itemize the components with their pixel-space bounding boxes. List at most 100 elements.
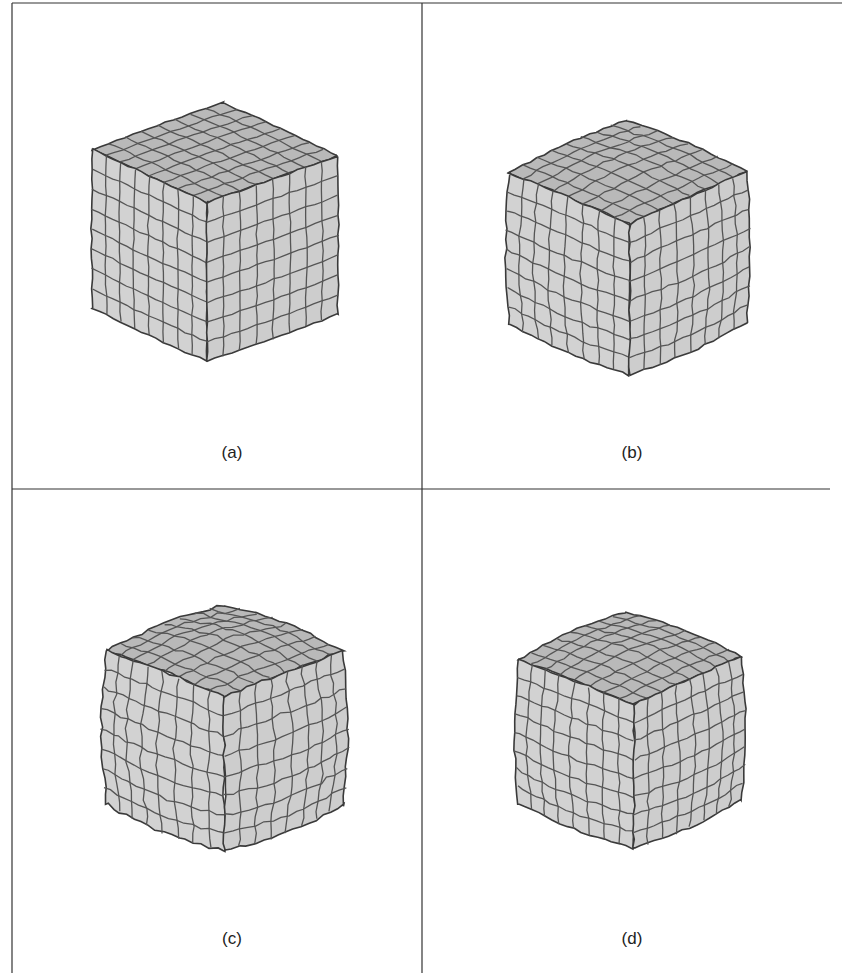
grid-line	[180, 619, 301, 666]
grid-line	[531, 616, 640, 664]
cube-model	[100, 606, 349, 852]
grid-line	[532, 184, 538, 340]
grid-line	[569, 681, 576, 828]
grid-line	[223, 729, 349, 777]
grid-line	[91, 209, 206, 263]
grid-line	[207, 235, 339, 282]
grid-line	[271, 678, 276, 840]
grid-line	[133, 170, 136, 328]
cube-face	[100, 649, 225, 851]
grid-line	[105, 670, 224, 716]
grid-line	[301, 665, 309, 826]
cube-face	[206, 156, 339, 361]
grid-line	[158, 125, 273, 178]
grid-line	[329, 655, 337, 811]
grid-line	[178, 630, 303, 678]
cube-model	[505, 120, 751, 376]
grid-line	[553, 674, 559, 824]
grid-line	[207, 275, 337, 322]
grid-line	[165, 625, 285, 673]
grid-line	[93, 169, 207, 222]
grid-line	[659, 211, 662, 365]
grid-line	[254, 684, 258, 843]
panel-label: (b)	[620, 443, 645, 463]
cube-face	[91, 149, 208, 361]
grid-line	[207, 176, 338, 223]
grid-line	[121, 116, 252, 162]
grid-line	[586, 688, 589, 836]
grid-line	[705, 190, 710, 344]
grid-line	[518, 786, 634, 831]
cube-face	[514, 659, 635, 849]
grid-line	[134, 122, 266, 170]
grid-line	[514, 714, 633, 761]
grid-line	[526, 664, 533, 809]
grid-line	[164, 136, 295, 183]
grid-line	[633, 783, 742, 832]
grid-line	[524, 127, 641, 179]
grid-line	[581, 137, 705, 189]
grid-line	[548, 191, 553, 346]
grid-line	[148, 175, 150, 335]
grid-line	[207, 689, 211, 847]
grid-line	[192, 196, 194, 355]
grid-line	[207, 215, 338, 262]
grid-line	[223, 669, 344, 716]
cube-face	[505, 172, 631, 376]
grid-line	[207, 255, 338, 303]
grid-line	[177, 189, 179, 349]
grid-line	[508, 287, 631, 340]
grid-line	[517, 677, 635, 723]
grid-line	[125, 660, 133, 818]
grid-line	[567, 144, 690, 195]
grid-line	[690, 197, 694, 353]
cube-model	[91, 102, 339, 361]
grid-line	[630, 210, 748, 263]
grid-line	[156, 671, 164, 834]
grid-line	[507, 269, 629, 322]
grid-line	[635, 711, 746, 761]
grid-line	[305, 167, 307, 326]
grid-line	[285, 671, 293, 833]
grid-line	[207, 195, 338, 242]
grid-line	[719, 185, 724, 339]
grid-line	[674, 204, 679, 358]
grid-line	[191, 114, 306, 167]
grid-line	[100, 729, 224, 777]
grid-line	[150, 128, 281, 175]
grid-line	[321, 162, 323, 320]
grid-line	[316, 661, 324, 819]
grid-line	[629, 305, 748, 358]
grid-line	[163, 182, 165, 342]
grid-line	[597, 132, 719, 184]
grid-line	[190, 683, 194, 843]
grid-line	[716, 668, 723, 813]
grid-line	[206, 109, 321, 161]
frame-line	[11, 3, 12, 973]
grid-line	[597, 210, 600, 364]
grid-line	[517, 696, 634, 741]
grid-line	[210, 608, 332, 655]
grid-line	[224, 689, 347, 737]
grid-line	[507, 192, 629, 242]
grid-line	[733, 178, 738, 329]
grid-line	[133, 614, 257, 660]
panel-label: (c)	[220, 929, 244, 949]
grid-line	[516, 767, 633, 813]
panel-label: (a)	[220, 443, 245, 463]
grid-line	[540, 669, 545, 816]
grid-line	[583, 149, 703, 204]
grid-line	[113, 656, 119, 811]
grid-line	[602, 692, 604, 840]
grid-line	[618, 698, 620, 844]
grid-line	[224, 769, 347, 815]
frame-line	[12, 2, 842, 3]
grid-line	[689, 679, 696, 827]
grid-line	[514, 751, 634, 798]
grid-line	[563, 196, 568, 352]
grid-line	[104, 687, 223, 737]
cube-face	[629, 171, 750, 376]
grid-line	[173, 679, 179, 839]
cube-model	[514, 612, 746, 849]
